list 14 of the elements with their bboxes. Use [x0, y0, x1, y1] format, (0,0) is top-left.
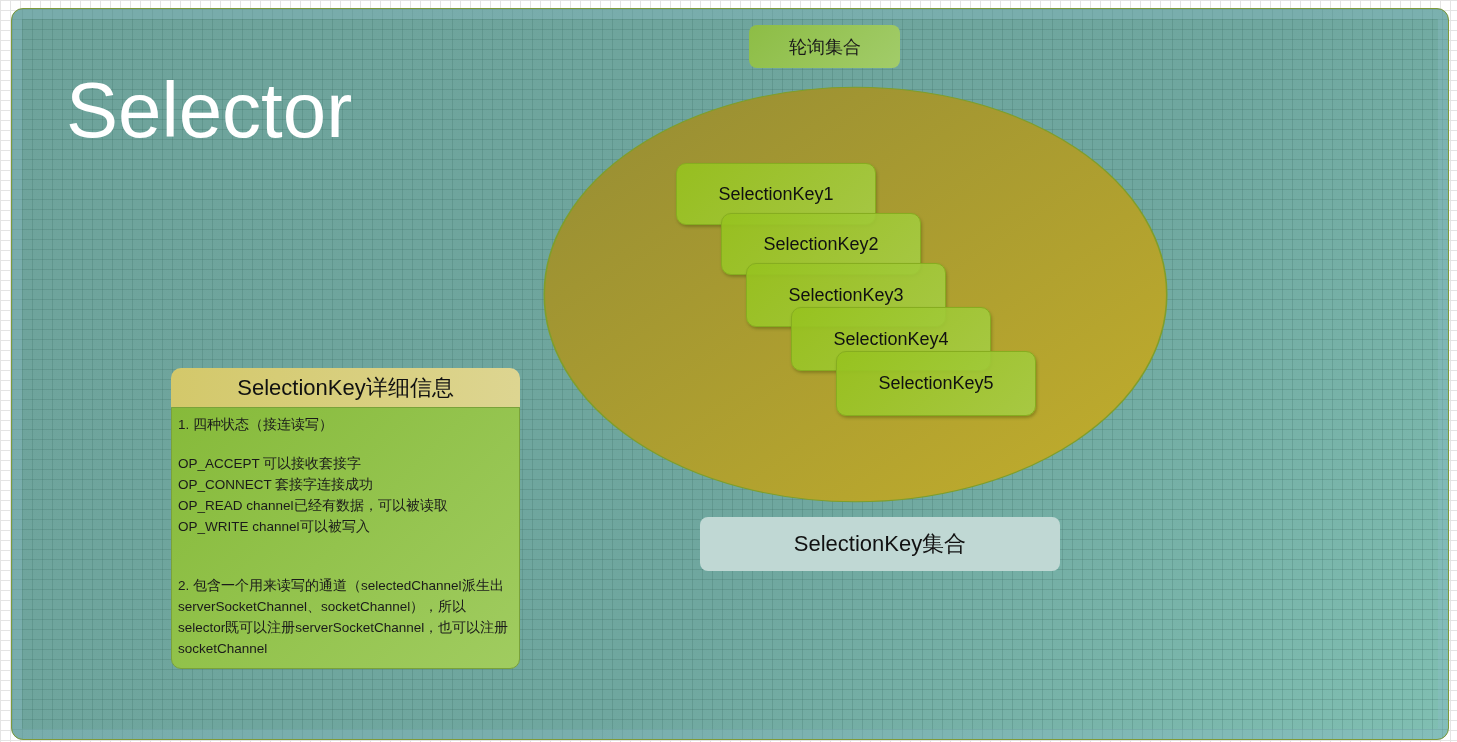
selection-key-card: SelectionKey5: [836, 351, 1036, 416]
collection-label: 轮询集合: [749, 25, 900, 68]
state-description: OP_WRITE channel可以被写入: [178, 518, 370, 536]
detail-header: SelectionKey详细信息: [171, 368, 520, 407]
state-description: OP_CONNECT 套接字连接成功: [178, 476, 374, 494]
note-paragraph: 2. 包含一个用来读写的通道（selectedChannel派生出serverSocketChannel、socketChannel），所以selector既可以注册serverSocketChannel，也可以注册socketChannel: [178, 577, 510, 658]
state-description: OP_READ channel已经有数据，可以被读取: [178, 497, 448, 515]
selector-panel: [11, 8, 1449, 740]
detail-card: [171, 407, 520, 669]
collection-ellipse: [543, 86, 1168, 503]
collection-caption: SelectionKey集合: [700, 517, 1060, 571]
state-description: OP_ACCEPT 可以接收套接字: [178, 455, 362, 473]
panel-title: Selector: [66, 71, 353, 149]
list-heading: 1. 四种状态（接连读写）: [178, 416, 333, 434]
